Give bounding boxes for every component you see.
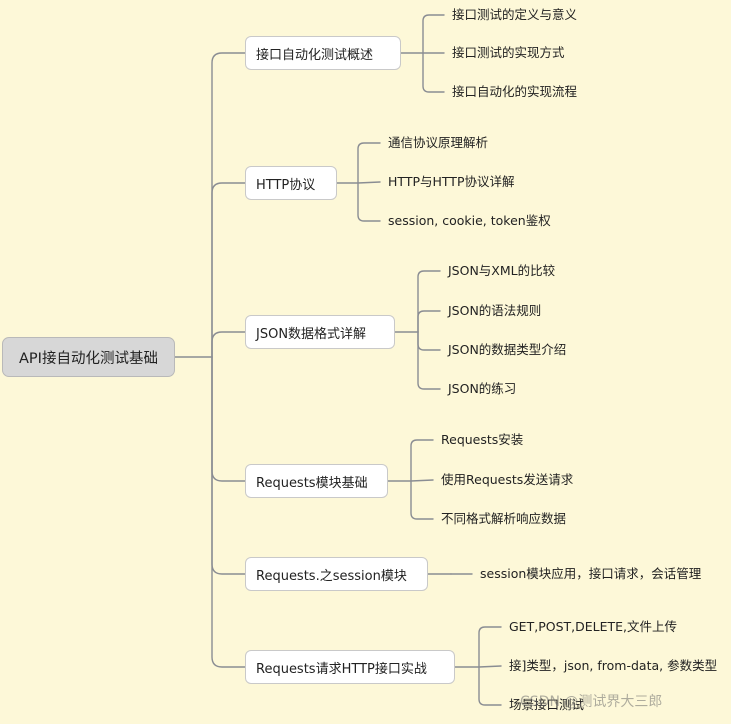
- leaf-connector: [357, 142, 381, 184]
- leaf-connector: [422, 14, 445, 54]
- leaf-connector: [417, 331, 441, 390]
- branch-connector: [211, 331, 246, 358]
- leaf-connector: [478, 666, 502, 706]
- leaf-topic[interactable]: 不同格式解析响应数据: [441, 511, 567, 526]
- leaf-topic[interactable]: 接]类型，json, from-data, 参数类型: [509, 658, 718, 673]
- watermark-text: CSDN @测试界大三郎: [520, 694, 663, 710]
- leaf-topic[interactable]: GET,POST,DELETE,文件上传: [509, 619, 678, 634]
- root-node[interactable]: API接自动化测试基础: [2, 337, 175, 377]
- branch-connector: [211, 356, 246, 482]
- leaf-topic[interactable]: JSON的数据类型介绍: [448, 342, 567, 357]
- branch-node-requests-basics[interactable]: Requests模块基础: [245, 464, 388, 498]
- leaf-connector: [410, 480, 434, 520]
- leaf-connector: [410, 479, 434, 482]
- branch-node-requests-session[interactable]: Requests.之session模块: [245, 557, 428, 591]
- branch-node-requests-practice[interactable]: Requests请求HTTP接口实战: [245, 650, 455, 684]
- leaf-connector: [422, 52, 445, 93]
- branch-connector: [211, 182, 246, 358]
- branch-connector: [211, 52, 246, 358]
- leaf-connector: [417, 310, 441, 333]
- leaf-connector: [417, 270, 441, 333]
- leaf-topic[interactable]: Requests安装: [441, 432, 524, 447]
- leaf-topic[interactable]: 场景接口测试: [509, 697, 585, 712]
- leaf-connector: [410, 439, 434, 482]
- leaf-topic[interactable]: JSON与XML的比较: [448, 263, 556, 278]
- branch-node-overview[interactable]: 接口自动化测试概述: [245, 36, 401, 70]
- leaf-topic[interactable]: 接口测试的定义与意义: [452, 7, 578, 22]
- leaf-topic[interactable]: 使用Requests发送请求: [441, 472, 574, 487]
- branch-connector: [211, 356, 246, 575]
- leaf-connector: [357, 181, 381, 184]
- leaf-topic[interactable]: 接口自动化的实现流程: [452, 84, 578, 99]
- branch-node-http[interactable]: HTTP协议: [245, 166, 337, 200]
- leaf-connector: [357, 182, 381, 222]
- leaf-topic[interactable]: 接口测试的实现方式: [452, 45, 565, 60]
- leaf-topic[interactable]: JSON的语法规则: [448, 303, 542, 318]
- leaf-topic[interactable]: 通信协议原理解析: [388, 135, 489, 150]
- branch-node-json[interactable]: JSON数据格式详解: [245, 315, 395, 349]
- branch-connector: [211, 356, 246, 668]
- leaf-connector: [478, 665, 502, 668]
- leaf-topic[interactable]: session模块应用，接口请求，会话管理: [480, 566, 702, 581]
- leaf-topic[interactable]: HTTP与HTTP协议详解: [388, 174, 515, 189]
- leaf-topic[interactable]: session, cookie, token鉴权: [388, 213, 551, 228]
- leaf-connector: [478, 626, 502, 668]
- leaf-topic[interactable]: JSON的练习: [448, 381, 517, 396]
- leaf-connector: [417, 331, 441, 351]
